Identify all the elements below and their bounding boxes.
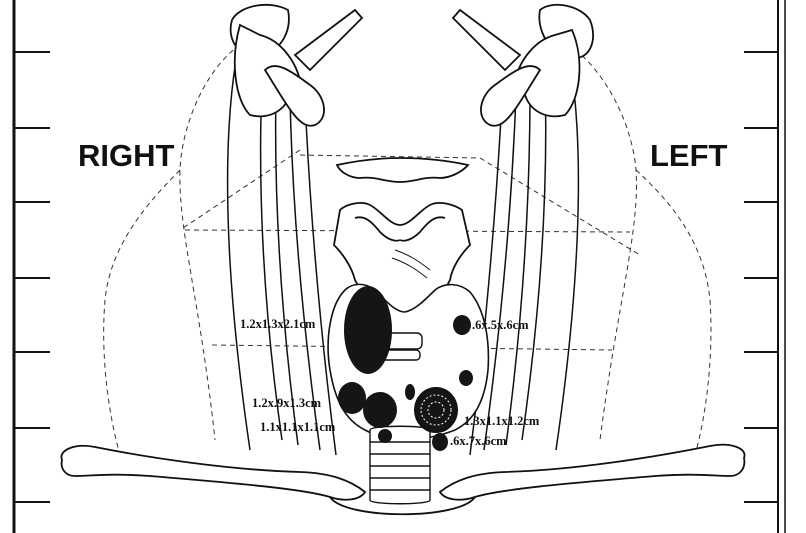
nodule-right-lower-2 xyxy=(363,392,397,428)
nodule-right-bottom xyxy=(378,429,392,443)
nodule-small-center xyxy=(405,384,415,400)
right-side-label: RIGHT xyxy=(78,138,175,173)
left-side-label: LEFT xyxy=(650,138,728,173)
measurement-right-lower-1: 1.2x.9x1.3cm xyxy=(252,396,322,410)
nodule-left-upper xyxy=(453,315,471,335)
mandible xyxy=(231,5,593,126)
hyoid-bone xyxy=(337,158,468,182)
nodule-right-upper xyxy=(344,286,392,374)
left-ruler-ticks xyxy=(14,52,50,502)
nodule-left-lower-2 xyxy=(432,433,448,451)
measurement-right-upper: 1.2x1.3x2.1cm xyxy=(240,317,316,331)
right-ruler-ticks xyxy=(744,52,778,502)
measurement-left-lower-2: .6x.7x.6cm xyxy=(450,434,507,448)
nodule-left-mid xyxy=(459,370,473,386)
measurement-right-lower-2: 1.1x1.1x1.1cm xyxy=(260,420,336,434)
measurement-left-upper: .6x.5x.6cm xyxy=(472,318,529,332)
nodule-right-lower-1 xyxy=(338,382,366,414)
measurement-left-lower-1: 1.3x1.1x1.2cm xyxy=(464,414,540,428)
